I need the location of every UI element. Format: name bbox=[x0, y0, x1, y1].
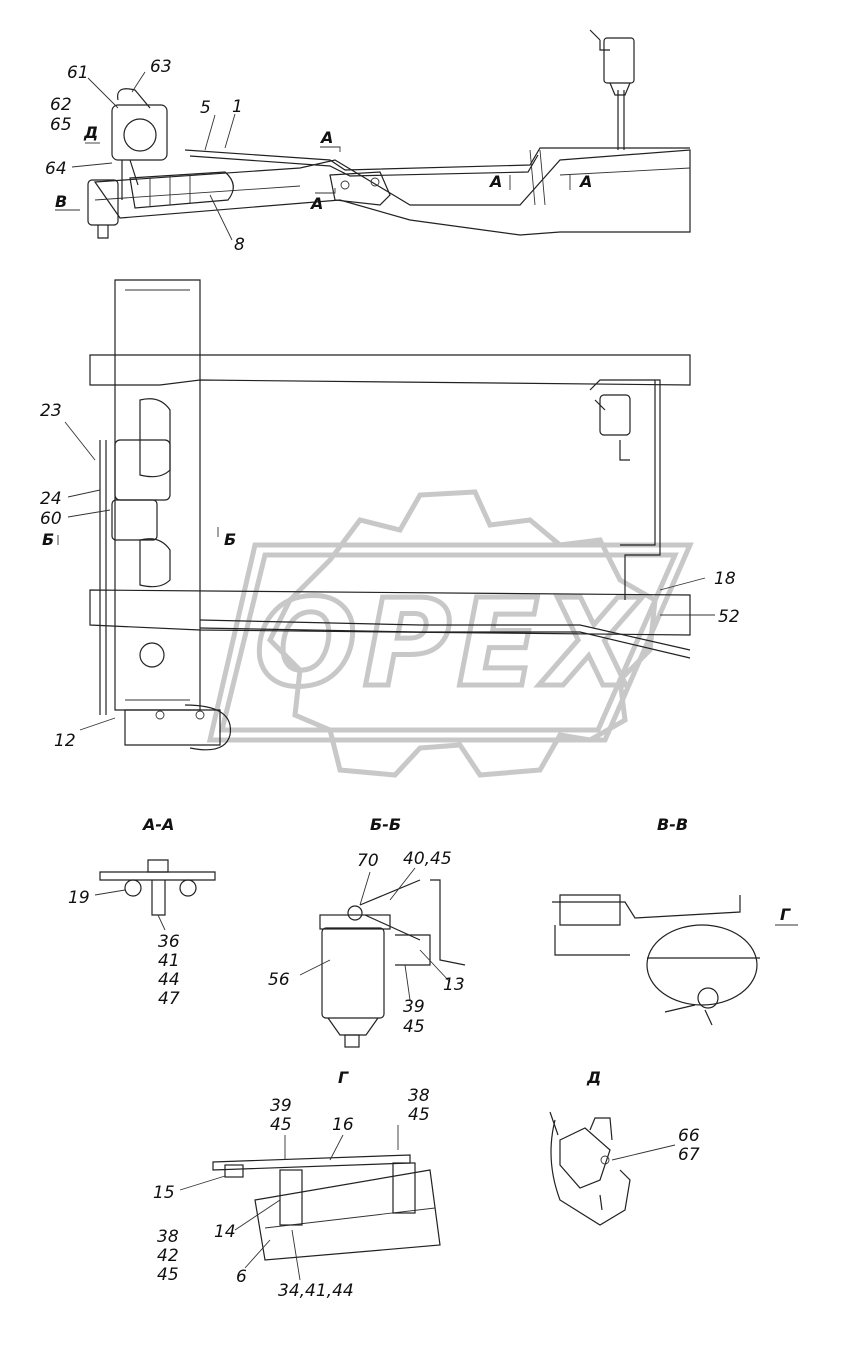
aa-label-19: 19 bbox=[68, 888, 90, 908]
arrow-a-mid2: А bbox=[578, 172, 592, 191]
label-5: 5 bbox=[200, 98, 211, 118]
section-vv-drawing bbox=[552, 894, 798, 1026]
bb-label-40-45: 40,45 bbox=[403, 849, 452, 869]
arrow-a-mid1: А bbox=[488, 172, 502, 191]
bb-label-45: 45 bbox=[403, 1017, 425, 1037]
section-aa-drawing bbox=[94, 859, 216, 931]
label-60: 60 bbox=[40, 509, 62, 529]
watermark-text: OPEX bbox=[255, 575, 643, 714]
bb-label-70: 70 bbox=[357, 851, 379, 871]
label-23: 23 bbox=[40, 401, 62, 421]
view-g-title: Г bbox=[338, 1068, 349, 1087]
section-bb-drawing bbox=[299, 867, 466, 1048]
arrow-a-top: А bbox=[319, 128, 333, 147]
g-label-15: 15 bbox=[153, 1183, 175, 1203]
label-52: 52 bbox=[718, 607, 740, 627]
section-aa-title: А-А bbox=[141, 815, 174, 834]
g-label-6: 6 bbox=[236, 1267, 247, 1287]
vv-arrow-g: Г bbox=[780, 905, 791, 924]
g-label-38a: 38 bbox=[408, 1086, 430, 1106]
arrow-b-left: Б bbox=[42, 530, 54, 549]
arrow-v-label: В bbox=[55, 192, 67, 211]
view-d-title: Д bbox=[586, 1068, 601, 1087]
g-label-16: 16 bbox=[332, 1115, 354, 1135]
aa-label-36: 36 bbox=[158, 932, 180, 952]
label-61: 61 bbox=[67, 63, 89, 83]
aa-label-47: 47 bbox=[158, 989, 180, 1009]
g-label-45c: 45 bbox=[157, 1265, 179, 1285]
g-label-38b: 38 bbox=[157, 1227, 179, 1247]
aa-label-44: 44 bbox=[158, 970, 180, 990]
d-label-67: 67 bbox=[678, 1145, 700, 1165]
plan-view bbox=[57, 279, 715, 751]
label-64: 64 bbox=[45, 159, 67, 179]
section-bb-title: Б-Б bbox=[370, 815, 401, 834]
g-label-42: 42 bbox=[157, 1246, 179, 1266]
arrow-b-right: Б bbox=[224, 530, 236, 549]
label-1: 1 bbox=[232, 97, 243, 117]
opex-watermark: OPEX bbox=[206, 489, 694, 778]
bb-label-56: 56 bbox=[268, 970, 290, 990]
arrow-d-label: Д bbox=[83, 123, 98, 142]
label-18: 18 bbox=[714, 569, 736, 589]
g-label-34-41-44: 34,41,44 bbox=[278, 1281, 354, 1301]
view-d-drawing bbox=[549, 1111, 676, 1226]
d-label-66: 66 bbox=[678, 1126, 700, 1146]
label-24: 24 bbox=[40, 489, 62, 509]
g-label-39: 39 bbox=[270, 1096, 292, 1116]
label-62: 62 bbox=[50, 95, 72, 115]
label-12: 12 bbox=[54, 731, 76, 751]
label-65: 65 bbox=[50, 115, 72, 135]
bb-label-13: 13 bbox=[443, 975, 465, 995]
bb-label-39: 39 bbox=[403, 997, 425, 1017]
label-8: 8 bbox=[234, 235, 245, 255]
aa-label-41: 41 bbox=[158, 951, 180, 971]
side-view bbox=[55, 29, 691, 241]
view-g-drawing bbox=[179, 1125, 441, 1281]
label-63: 63 bbox=[150, 57, 172, 77]
section-vv-title: В-В bbox=[657, 815, 688, 834]
g-label-14: 14 bbox=[214, 1222, 236, 1242]
g-label-45b: 45 bbox=[408, 1105, 430, 1125]
arrow-a-left: А bbox=[309, 194, 323, 213]
g-label-45a: 45 bbox=[270, 1115, 292, 1135]
